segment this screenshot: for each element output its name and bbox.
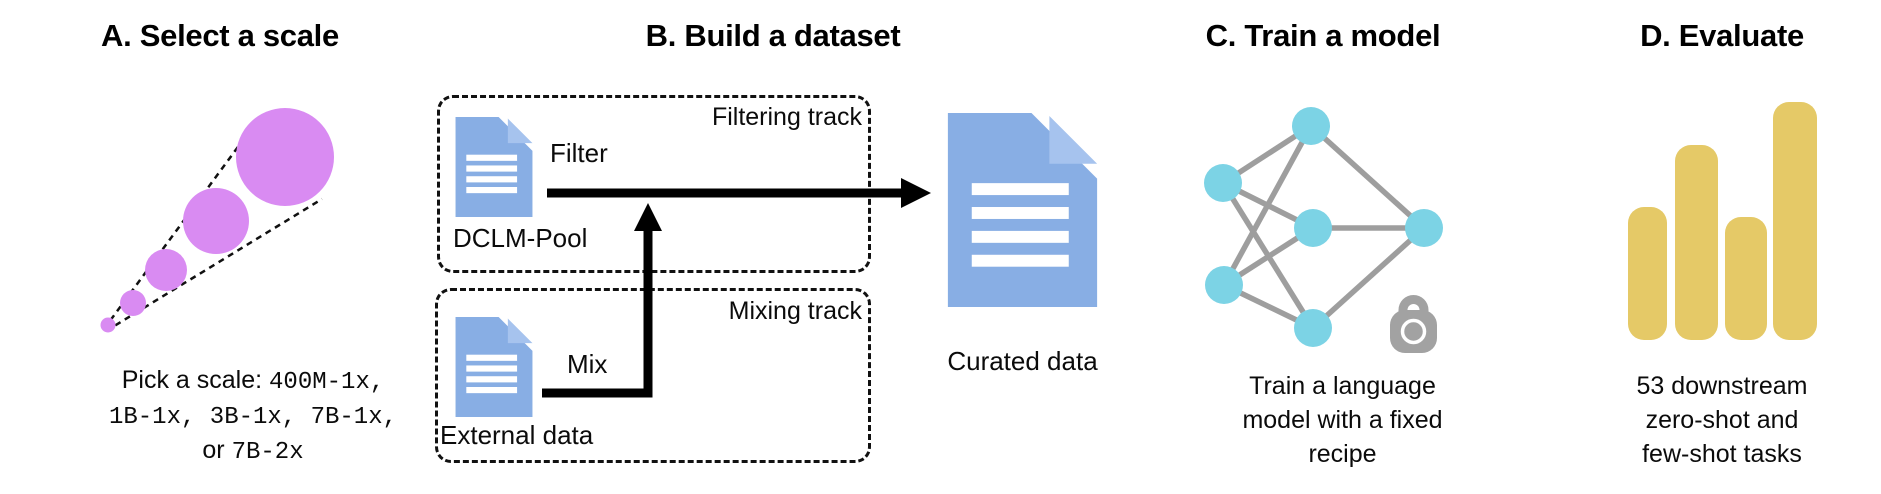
panel-b-title: B. Build a dataset (645, 18, 901, 53)
filtering-track-label: Filtering track (711, 103, 862, 131)
curated-data-label: Curated data (947, 346, 1098, 376)
mixing-track-label: Mixing track (728, 297, 862, 325)
panel-c-title: C. Train a model (1205, 18, 1441, 53)
external-data-document-icon (455, 317, 533, 417)
evaluation-bars-icon (1617, 95, 1827, 340)
evaluation-bar (1628, 207, 1667, 340)
dclm-pool-label: DCLM-Pool (453, 223, 588, 253)
mix-action-label: Mix (567, 349, 608, 379)
curated-data-document-icon (947, 113, 1098, 307)
panel-a-title: A. Select a scale (101, 18, 339, 53)
flow-arrows-icon (542, 178, 931, 398)
panel-a-caption: Pick a scale: 400M-1x,1B-1x, 3B-1x, 7B-1… (108, 366, 398, 466)
mixing-track-box (435, 288, 871, 463)
neural-network-icon (1204, 107, 1443, 353)
filter-action-label: Filter (550, 138, 608, 168)
dclm-pool-document-icon (455, 117, 533, 217)
evaluation-bar (1773, 102, 1817, 340)
external-data-label: External data (440, 420, 594, 450)
filtering-track-box (437, 95, 871, 273)
lock-icon (1390, 295, 1437, 353)
evaluation-bar (1675, 145, 1718, 340)
evaluation-bar (1725, 217, 1767, 340)
panel-d-title: D. Evaluate (1640, 18, 1804, 53)
scale-cone-icon (100, 108, 334, 333)
